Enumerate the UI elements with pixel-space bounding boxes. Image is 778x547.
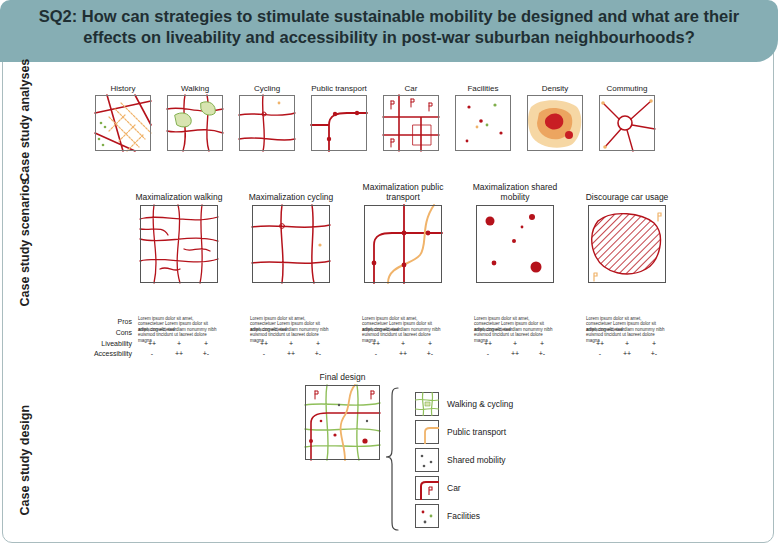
rating: - bbox=[142, 350, 162, 357]
map-panel: Walking bbox=[167, 95, 223, 151]
panel-heading: Cycling bbox=[236, 84, 298, 93]
panel-heading: Maximalization walking bbox=[131, 193, 227, 203]
rating: +- bbox=[420, 350, 440, 357]
rating: ++ bbox=[254, 340, 274, 347]
row-label: Pros bbox=[72, 318, 132, 325]
map-panel: Maximalization shared mobility bbox=[476, 205, 554, 283]
legend-text: Car bbox=[447, 484, 461, 493]
section-label: Case study analyses bbox=[18, 55, 32, 185]
rating: + bbox=[196, 340, 216, 347]
rating: ++ bbox=[590, 340, 610, 347]
legend-icon bbox=[415, 448, 439, 472]
rating: + bbox=[644, 340, 664, 347]
rating: +- bbox=[196, 350, 216, 357]
panel-heading: Walking bbox=[164, 84, 226, 93]
rating: + bbox=[420, 340, 440, 347]
map-panel: Car bbox=[383, 95, 439, 151]
panel-heading: Car bbox=[380, 84, 442, 93]
panel-heading: Public transport bbox=[308, 84, 370, 93]
legend-item: Public transport bbox=[415, 420, 555, 444]
rating: + bbox=[532, 340, 552, 347]
map-panel: Final design bbox=[305, 385, 380, 460]
row-label: Accessibility bbox=[72, 350, 132, 357]
rating: + bbox=[308, 340, 328, 347]
rating: - bbox=[478, 350, 498, 357]
legend-text: Public transport bbox=[447, 428, 506, 437]
rating: + bbox=[169, 340, 189, 347]
rating: - bbox=[590, 350, 610, 357]
rating: ++ bbox=[617, 350, 637, 357]
rating: ++ bbox=[505, 350, 525, 357]
rating: + bbox=[505, 340, 525, 347]
legend-item: Car bbox=[415, 476, 555, 500]
panel-heading: Final design bbox=[298, 373, 388, 383]
rating: +- bbox=[308, 350, 328, 357]
rating: - bbox=[254, 350, 274, 357]
rating: ++ bbox=[366, 340, 386, 347]
map-panel: Maximalization cycling bbox=[252, 205, 330, 283]
panel-heading: History bbox=[92, 84, 154, 93]
section-label: Case study scenarios bbox=[18, 177, 32, 307]
rating: - bbox=[366, 350, 386, 357]
section-label: Case study design bbox=[18, 395, 32, 525]
panel-heading: Commuting bbox=[596, 84, 658, 93]
rating: ++ bbox=[142, 340, 162, 347]
map-panel: Maximalization walking bbox=[140, 205, 218, 283]
panel-heading: Facilities bbox=[452, 84, 514, 93]
legend-item: Facilities bbox=[415, 504, 555, 528]
rating: ++ bbox=[478, 340, 498, 347]
rating: + bbox=[393, 340, 413, 347]
rating: +- bbox=[532, 350, 552, 357]
legend-icon bbox=[415, 504, 439, 528]
panel-heading: Maximalization shared mobility bbox=[467, 183, 563, 203]
rating: + bbox=[617, 340, 637, 347]
title: SQ2: How can strategies to stimulate sus… bbox=[14, 6, 764, 49]
map-panel: Facilities bbox=[455, 95, 511, 151]
legend-text: Walking & cycling bbox=[447, 400, 513, 409]
row-label: Cons bbox=[72, 329, 132, 336]
map-panel: Public transport bbox=[311, 95, 367, 151]
panel-heading: Maximalization public transport bbox=[355, 183, 451, 203]
panel-heading: Discourage car usage bbox=[579, 193, 675, 203]
map-panel: Density bbox=[527, 95, 583, 151]
map-panel: History bbox=[95, 95, 151, 151]
legend-item: Shared mobility bbox=[415, 448, 555, 472]
rating: ++ bbox=[281, 350, 301, 357]
legend-icon bbox=[415, 392, 439, 416]
map-panel: Cycling bbox=[239, 95, 295, 151]
legend-item: Walking & cycling bbox=[415, 392, 555, 416]
rating: + bbox=[281, 340, 301, 347]
map-panel: Commuting bbox=[599, 95, 655, 151]
map-panel: Discourage car usage bbox=[588, 205, 666, 283]
map-panel: Maximalization public transport bbox=[364, 205, 442, 283]
legend-text: Facilities bbox=[447, 512, 480, 521]
legend-text: Shared mobility bbox=[447, 456, 506, 465]
legend-icon bbox=[415, 476, 439, 500]
rating: +- bbox=[644, 350, 664, 357]
rating: ++ bbox=[393, 350, 413, 357]
row-label: Liveability bbox=[72, 340, 132, 347]
rating: ++ bbox=[169, 350, 189, 357]
legend-icon bbox=[415, 420, 439, 444]
panel-heading: Maximalization cycling bbox=[243, 193, 339, 203]
panel-heading: Density bbox=[524, 84, 586, 93]
